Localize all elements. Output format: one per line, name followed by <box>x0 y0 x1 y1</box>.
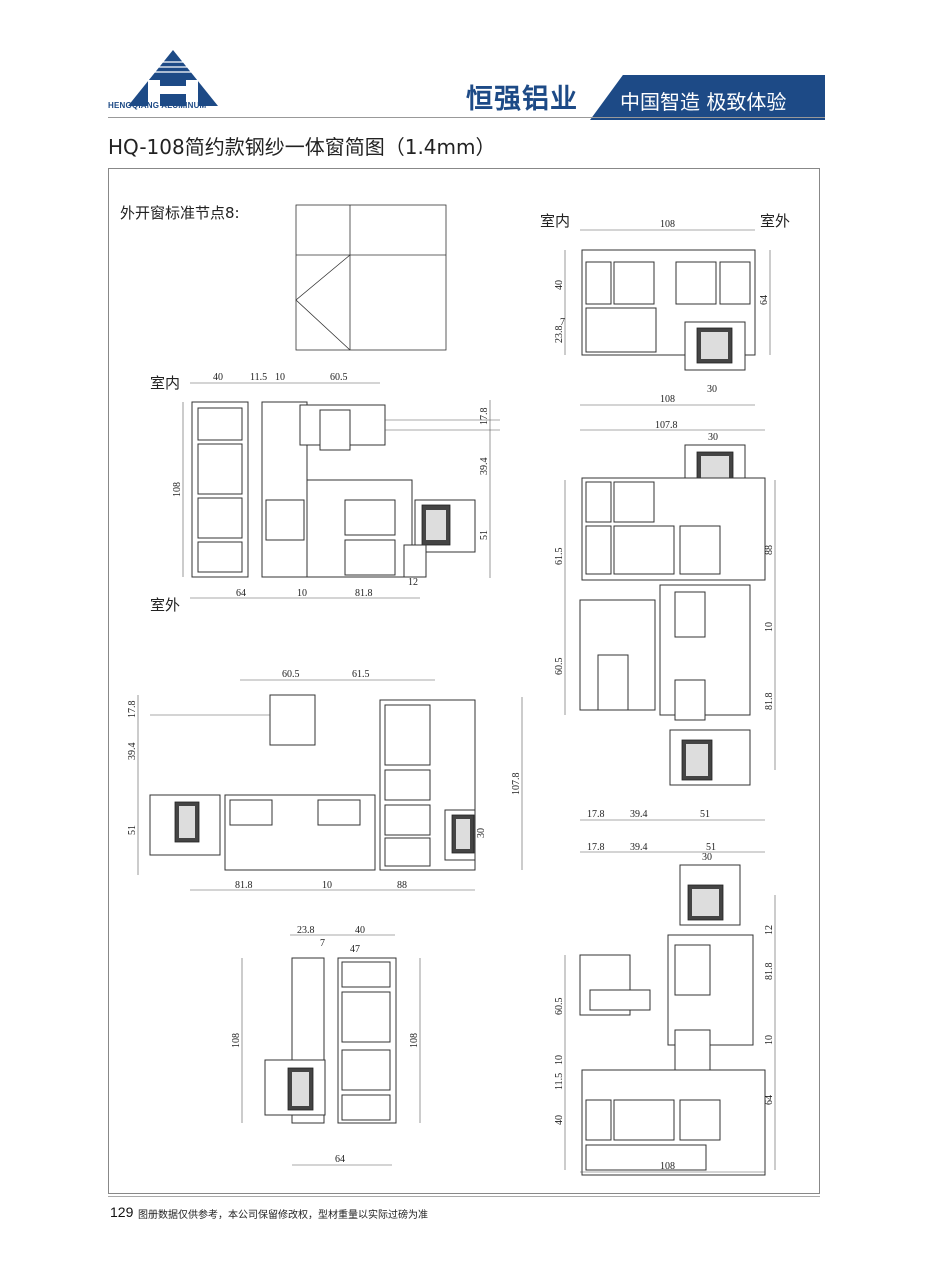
dim: 17.8 <box>479 408 490 426</box>
dim: 81.8 <box>235 880 253 891</box>
page-number: 129 <box>110 1204 134 1220</box>
drawing-d: 室内 室外 108 40 23.8 7 64 30 108 <box>540 212 790 406</box>
dim: 10 <box>764 622 775 632</box>
dim: 108 <box>660 394 675 405</box>
drawing-c: 23.8 40 7 47 108 108 64 <box>231 925 421 1166</box>
drawing-e: 107.8 30 61.5 60.5 88 10 81.8 17.8 39.4 … <box>554 420 776 821</box>
brand-name: 恒强铝业 <box>466 84 578 115</box>
dim: 10 <box>554 1055 565 1065</box>
slogan: 中国智造 极致体验 <box>620 90 787 114</box>
dim: 39.4 <box>479 458 490 476</box>
footer-divider <box>108 1196 820 1197</box>
dim: 60.5 <box>554 998 565 1016</box>
dim: 51 <box>479 530 490 540</box>
label-interior: 室内 <box>540 212 570 230</box>
dim: 10 <box>275 372 285 383</box>
dim: 88 <box>397 880 407 891</box>
dim: 108 <box>409 1033 420 1048</box>
dim: 64 <box>764 1095 775 1105</box>
dim: 30 <box>702 852 712 863</box>
dim: 81.8 <box>764 693 775 711</box>
dim: 11.5 <box>554 1073 565 1090</box>
dim: 30 <box>707 384 717 395</box>
dim: 61.5 <box>352 669 370 680</box>
dim: 10 <box>764 1035 775 1045</box>
dim: 81.8 <box>764 963 775 981</box>
dim: 51 <box>127 825 138 835</box>
label-exterior: 室外 <box>150 596 180 614</box>
dim: 17.8 <box>127 701 138 719</box>
dim: 88 <box>764 545 775 555</box>
dim: 10 <box>322 880 332 891</box>
dim: 107.8 <box>511 773 522 796</box>
logo-text: HENGQIANG ALUMINUM <box>108 101 207 110</box>
dim: 30 <box>476 828 487 838</box>
dim: 60.5 <box>282 669 300 680</box>
dim: 108 <box>660 1161 675 1172</box>
dim: 39.4 <box>127 743 138 761</box>
label-interior: 室内 <box>150 374 180 392</box>
dim: 47 <box>350 944 360 955</box>
dim: 40 <box>554 1115 565 1125</box>
dim: 107.8 <box>655 420 678 431</box>
label-exterior: 室外 <box>760 212 790 230</box>
drawing-frame <box>108 168 820 1194</box>
dim: 40 <box>213 372 223 383</box>
drawing-a: 室内 室外 40 11.5 10 60.5 17.8 39.4 51 108 6… <box>150 372 500 614</box>
dim: 60.5 <box>554 658 565 676</box>
dim: 40 <box>554 280 565 290</box>
dim: 10 <box>297 588 307 599</box>
dim: 39.4 <box>630 842 648 853</box>
dim: 108 <box>660 219 675 230</box>
dim: 64 <box>759 295 770 305</box>
dim: 17.8 <box>587 842 605 853</box>
dim: 108 <box>231 1033 242 1048</box>
dim: 12 <box>764 925 775 935</box>
drawing-f: 17.8 39.4 51 30 60.5 10 11.5 40 12 81.8 … <box>554 842 776 1176</box>
dim: 23.8 <box>297 925 315 936</box>
dim: 7 <box>560 317 565 328</box>
window-schematic <box>295 204 447 351</box>
dim: 11.5 <box>250 372 267 383</box>
dim: 108 <box>172 482 183 497</box>
dim: 23.8 <box>554 326 565 344</box>
dim: 61.5 <box>554 548 565 566</box>
footer-note: 图册数据仅供参考，本公司保留修改权，型材重量以实际过磅为准 <box>138 1210 428 1221</box>
slogan-banner <box>590 75 825 120</box>
company-logo <box>128 50 218 106</box>
header-divider <box>108 117 825 118</box>
dim: 64 <box>236 588 246 599</box>
dim: 12 <box>408 577 418 588</box>
dim: 7 <box>320 938 325 949</box>
dim: 51 <box>700 809 710 820</box>
drawing-b: 60.5 61.5 17.8 39.4 51 107.8 30 81.8 10 … <box>127 669 523 891</box>
dim: 17.8 <box>587 809 605 820</box>
dim: 40 <box>355 925 365 936</box>
dim: 60.5 <box>330 372 348 383</box>
dim: 81.8 <box>355 588 373 599</box>
dim: 64 <box>335 1154 345 1165</box>
dim: 51 <box>706 842 716 853</box>
dim: 30 <box>708 432 718 443</box>
dim: 39.4 <box>630 809 648 820</box>
page-title: HQ-108简约款钢纱一体窗简图（1.4mm） <box>108 135 496 159</box>
schematic-label: 外开窗标准节点8: <box>120 204 240 222</box>
